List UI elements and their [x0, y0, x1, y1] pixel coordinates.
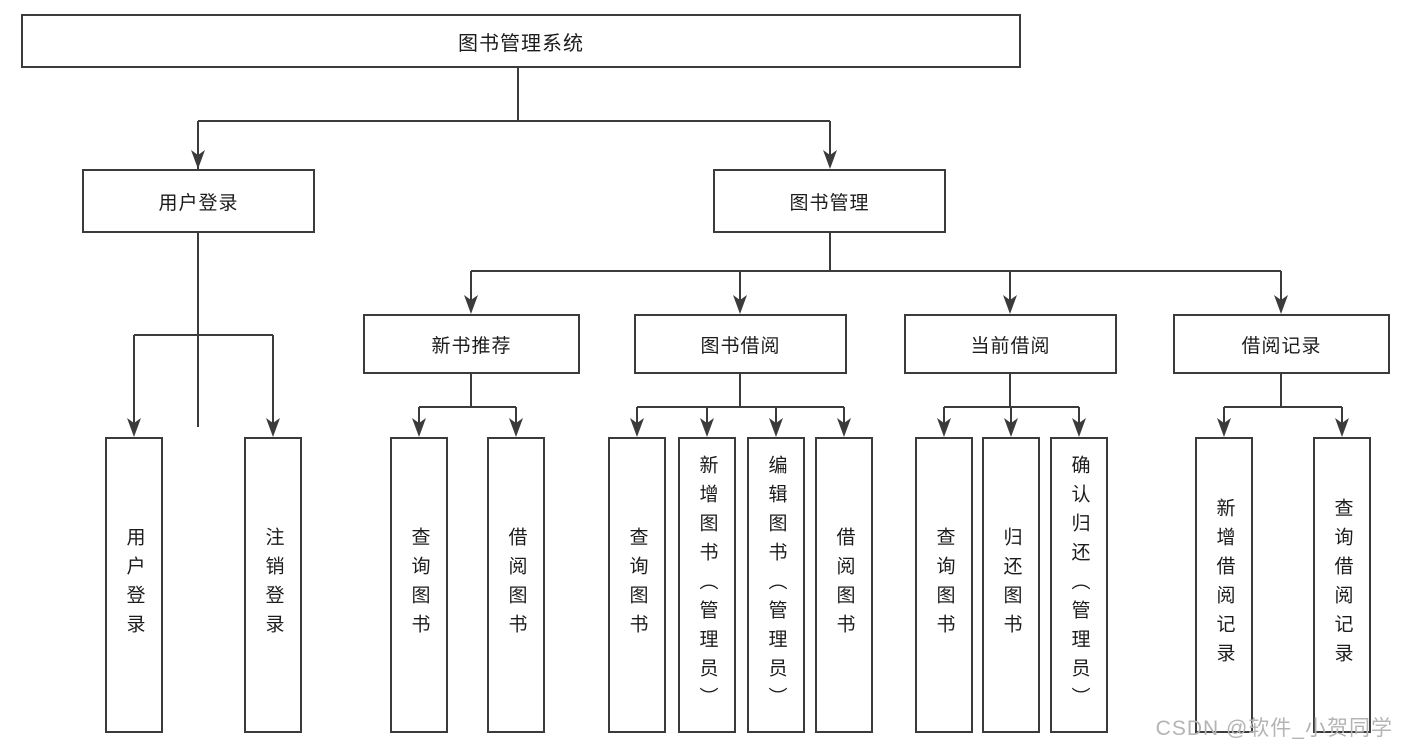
arrowhead-icon — [412, 418, 426, 437]
leaf-borrow-book-2: 借阅图书 — [815, 437, 873, 733]
node-current-borrow: 当前借阅 — [904, 314, 1117, 374]
leaf-label: 确认归还（管理员） — [1068, 454, 1090, 716]
node-borrow-records: 借阅记录 — [1173, 314, 1390, 374]
node-book-borrow: 图书借阅 — [634, 314, 847, 374]
leaf-edit-book-admin: 编辑图书（管理员） — [747, 437, 805, 733]
arrowhead-icon — [1004, 418, 1018, 437]
leaf-label: 注销登录 — [262, 527, 284, 643]
arrowhead-icon — [127, 418, 141, 437]
arrowhead-icon — [1274, 295, 1288, 314]
leaf-label: 查询图书 — [933, 527, 955, 643]
leaf-query-book-2: 查询图书 — [608, 437, 666, 733]
node-label: 新书推荐 — [431, 335, 512, 357]
arrowhead-icon — [630, 418, 644, 437]
node-user-login: 用户登录 — [82, 169, 315, 233]
node-label: 借阅记录 — [1241, 335, 1322, 357]
node-root: 图书管理系统 — [21, 14, 1021, 68]
leaf-label: 查询借阅记录 — [1331, 498, 1353, 672]
leaf-label: 用户登录 — [123, 527, 145, 643]
arrowhead-icon — [700, 418, 714, 437]
leaf-query-book-3: 查询图书 — [915, 437, 973, 733]
arrowhead-icon — [266, 418, 280, 437]
leaf-add-borrow-record: 新增借阅记录 — [1195, 437, 1253, 733]
node-label: 图书借阅 — [700, 335, 781, 357]
leaf-return-book: 归还图书 — [982, 437, 1040, 733]
arrowhead-icon — [191, 150, 205, 169]
leaf-label: 编辑图书（管理员） — [765, 454, 787, 716]
arrowhead-icon — [1072, 418, 1086, 437]
arrowhead-icon — [937, 418, 951, 437]
node-label: 图书管理系统 — [458, 32, 584, 55]
leaf-logout: 注销登录 — [244, 437, 302, 733]
arrowhead-icon — [769, 418, 783, 437]
leaf-confirm-return-admin: 确认归还（管理员） — [1050, 437, 1108, 733]
node-book-management: 图书管理 — [713, 169, 946, 233]
leaf-user-login: 用户登录 — [105, 437, 163, 733]
arrowhead-icon — [823, 150, 837, 169]
node-label: 图书管理 — [789, 192, 870, 214]
leaf-label: 新增图书（管理员） — [696, 454, 718, 716]
leaf-label: 查询图书 — [626, 527, 648, 643]
leaf-query-book-1: 查询图书 — [390, 437, 448, 733]
leaf-borrow-book-1: 借阅图书 — [487, 437, 545, 733]
arrowhead-icon — [509, 418, 523, 437]
csdn-watermark: CSDN @软件_小贺同学 — [1155, 717, 1393, 740]
leaf-query-borrow-record: 查询借阅记录 — [1313, 437, 1371, 733]
arrowhead-icon — [1217, 418, 1231, 437]
leaf-label: 新增借阅记录 — [1213, 498, 1235, 672]
arrowhead-icon — [733, 295, 747, 314]
arrowhead-icon — [1335, 418, 1349, 437]
arrowhead-icon — [1003, 295, 1017, 314]
leaf-label: 查询图书 — [408, 527, 430, 643]
leaf-add-book-admin: 新增图书（管理员） — [678, 437, 736, 733]
node-label: 用户登录 — [158, 192, 239, 214]
node-label: 当前借阅 — [970, 335, 1051, 357]
leaf-label: 归还图书 — [1000, 527, 1022, 643]
leaf-label: 借阅图书 — [505, 527, 527, 643]
node-new-book-recommend: 新书推荐 — [363, 314, 580, 374]
leaf-label: 借阅图书 — [833, 527, 855, 643]
arrowhead-icon — [464, 295, 478, 314]
arrowhead-icon — [837, 418, 851, 437]
